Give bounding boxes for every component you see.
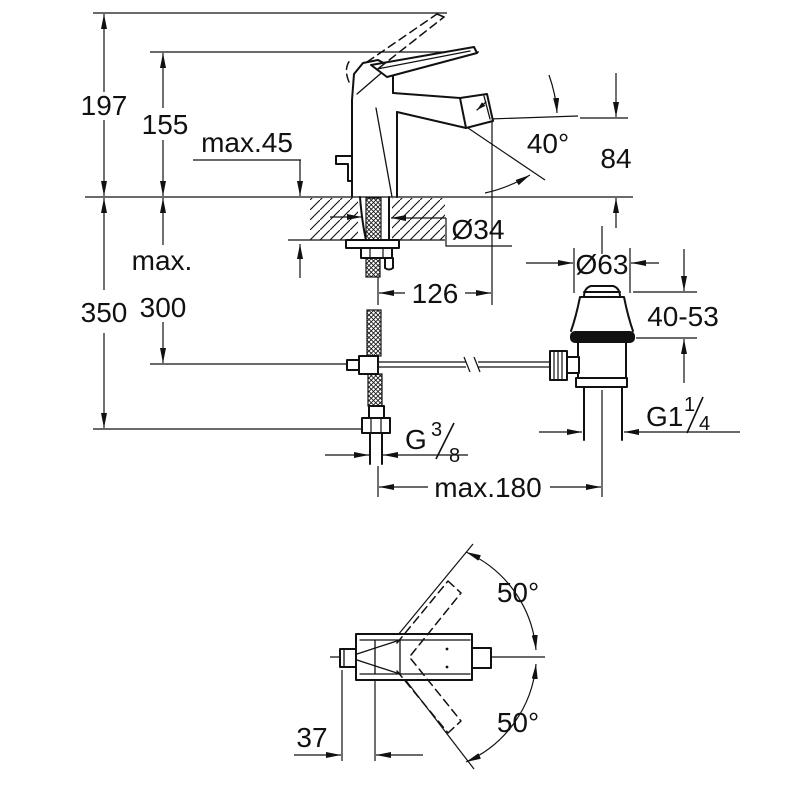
drain-body [577,342,627,379]
drain-knob [580,285,624,298]
label-g38-numerator: 3 [431,419,442,441]
dim-34-leader [445,218,512,247]
lever-raised-position-dashed [345,13,445,83]
deck-cross-section [85,196,633,241]
g114-fraction-slash [686,396,704,434]
rod-coupling-stub [566,356,580,374]
label-40deg: 40° [527,128,569,159]
knurl-lines [553,351,563,380]
g38-fraction-slash [435,422,455,460]
label-g114-main: G1 [646,401,683,432]
lever-fold-line [376,50,471,70]
angle-40-line-a [488,115,579,120]
label-g38-denominator: 8 [449,445,460,467]
topview-body [355,633,473,681]
mounting-nut [360,247,393,259]
handle-swivel-lower-dashed [396,658,462,734]
rod-tee-fitting [358,355,379,375]
faucet-side-view [335,13,494,198]
mounting-stud [384,257,394,271]
label-g114-denominator: 4 [699,413,710,435]
label-84: 84 [600,143,631,174]
label-g114: G1 1 4 [646,394,710,435]
label-155: 155 [142,109,189,140]
hose-segment-1 [365,257,381,278]
label-g38-main: G [405,424,427,455]
topview-chamfer-lines [359,639,471,675]
supply-nut-facets [370,418,382,433]
hose-segment-3 [367,373,383,407]
topview-cartridge-lines [374,639,401,675]
popup-waste-drain [549,285,635,441]
topview-spout-cone [356,639,401,675]
label-max-word: max. [132,245,193,276]
label-g114-numerator: 1 [684,394,695,416]
hose-collar [368,405,385,419]
drain-oring [570,331,635,343]
swivel-line-upper [392,543,474,642]
label-197: 197 [81,90,128,121]
hose-segment-2 [366,309,382,357]
body-facet [375,107,393,198]
drain-flange [570,296,634,332]
mounting-washer [345,239,400,249]
drain-lower-ring [575,377,628,388]
spout-top-edge [392,92,461,99]
plumbing [345,196,551,465]
drain-tailpipe [583,386,623,441]
flow-direction-arrow [476,101,487,111]
angle-40-line-b [467,127,546,181]
supply-nut-g38 [361,417,391,434]
nut-facets [369,248,384,258]
shank-left [359,196,367,241]
faucet-top-view [339,580,492,734]
label-50-upper: 50° [497,577,539,608]
dim-40deg-arc-lower [484,174,531,194]
rod-tee-cap [346,359,360,371]
dimension-lines [101,14,740,763]
label-300: 300 [140,292,187,323]
label-350: 350 [81,297,128,328]
label-g38: G 3 8 [405,419,460,467]
label-37: 37 [296,722,327,753]
label-max180: max.180 [434,472,541,503]
popup-rod [378,356,551,373]
handle-swivel-upper-dashed [396,580,462,656]
topview-handle-end [471,647,492,669]
swivel-line-lower [400,673,475,770]
dim-50-arc-upper [465,551,538,651]
label-d63: Ø63 [576,249,629,280]
label-4053: 40-53 [647,301,719,332]
label-50-lower: 50° [497,707,539,738]
popup-knob-tab [335,155,353,182]
dim-40deg-arc-upper [548,74,560,114]
label-max45: max.45 [201,127,293,158]
aerator-face-line [483,95,491,120]
hose-in-hole [365,197,382,241]
dim-50-arc-lower [465,663,538,763]
topview-dot-lower [445,665,449,669]
label-126: 126 [412,278,459,309]
label-d34: Ø34 [452,214,505,245]
dimension-labels: 197 155 max.45 40° 84 Ø34 max. 300 350 1… [81,90,719,753]
topview-spout-outlet-stub [339,648,357,668]
topview-dot-upper [445,647,449,651]
supply-pipe [369,432,383,465]
spout-bottom-edge [396,111,467,129]
